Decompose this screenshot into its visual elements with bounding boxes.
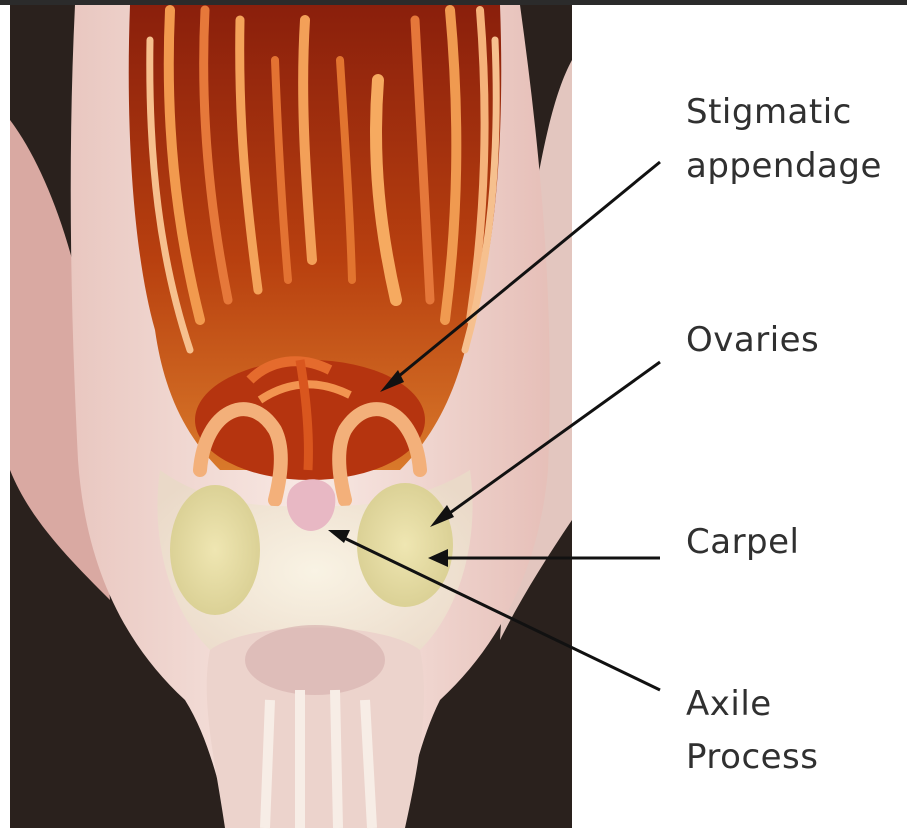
label-axile-line1: Axile <box>686 682 772 726</box>
label-stigmatic-line1: Stigmatic <box>686 90 852 134</box>
ovary-right <box>357 483 453 607</box>
label-stigmatic-line2: appendage <box>686 144 882 188</box>
label-carpel: Carpel <box>686 520 800 564</box>
ovary-left <box>170 485 260 615</box>
photo <box>10 5 572 828</box>
base-speckle <box>245 625 385 695</box>
label-ovaries: Ovaries <box>686 318 819 362</box>
label-axile-line2: Process <box>686 735 818 779</box>
